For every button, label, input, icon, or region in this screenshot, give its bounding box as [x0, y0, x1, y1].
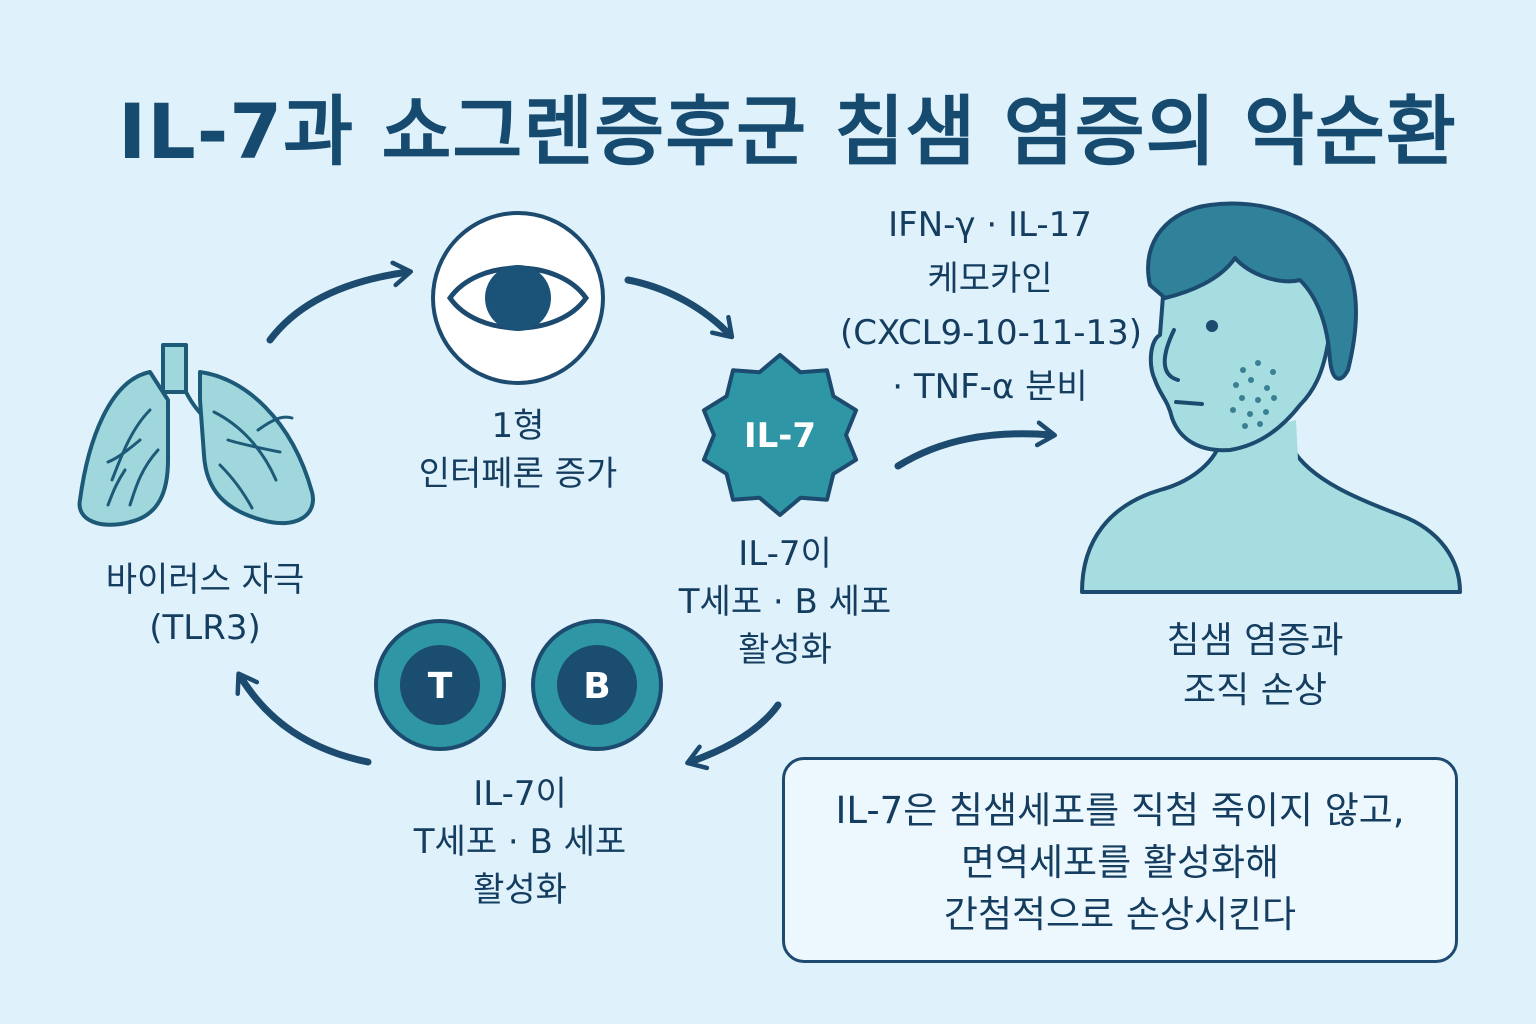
arrow-il7-to-cells: [685, 701, 782, 771]
cytokine-label: IFN-γ · IL-17 케모카인 (CXCL9-10-11-13) · TN…: [840, 205, 1142, 407]
il7-virus-icon: [701, 353, 859, 517]
rash-dots: [1230, 360, 1277, 429]
cycle-arrows: [235, 260, 1058, 771]
arrow-cells-to-lungs: [235, 671, 372, 766]
t-cell-label: T: [428, 666, 453, 707]
interferon-label: 1형 인터페론 증가: [418, 406, 618, 494]
eye-icon: [431, 211, 605, 385]
page-title: IL-7과 쇼그렌증후군 침샘 염증의 악순환: [118, 87, 1457, 176]
b-cell-icon: [531, 619, 663, 751]
arrow-il7-to-person: [894, 420, 1058, 470]
person-icon: [1080, 201, 1462, 594]
arrow-eye-to-il7: [624, 276, 735, 340]
damage-label: 침샘 염증과 조직 손상: [1166, 620, 1344, 711]
note-box: [782, 757, 1458, 963]
lungs-icon: [77, 343, 315, 527]
b-cell-label: B: [583, 666, 610, 707]
note-text: IL-7은 침샘세포를 직첨 죽이지 않고, 면역세포를 활성화해 간첨적으로 …: [835, 789, 1405, 936]
tb-activation-label: IL-7이 T세포 · B 세포 활성화: [413, 774, 627, 910]
virus-label: 바이러스 자극 (TLR3): [105, 560, 305, 648]
il7-activation-label: IL-7이 T세포 · B 세포 활성화: [678, 534, 892, 670]
il7-badge-label: IL-7: [744, 416, 816, 456]
t-cell-icon: [374, 619, 506, 751]
arrow-lungs-to-eye: [266, 260, 414, 344]
